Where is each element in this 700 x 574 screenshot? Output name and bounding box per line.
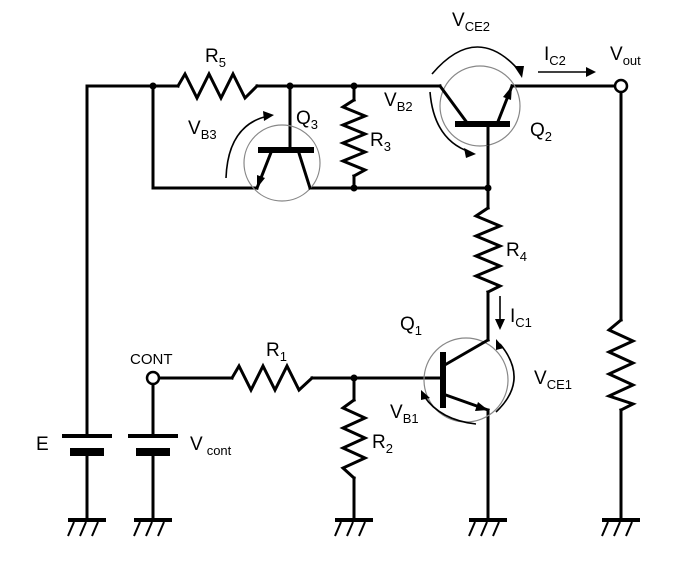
label-ic2: IC2 — [544, 44, 566, 68]
resistor-r2 — [339, 397, 369, 481]
battery-e — [62, 434, 112, 456]
q2-circle — [439, 65, 521, 147]
q2-collector-lead — [437, 83, 471, 127]
label-q1: Q1 — [400, 314, 422, 338]
ground-q1 — [468, 518, 507, 537]
label-r5: R5 — [205, 46, 226, 70]
ground-e — [67, 518, 106, 537]
transistor-q2 — [437, 65, 521, 147]
vce2-arrowhead — [514, 66, 524, 78]
vout-terminal — [613, 78, 629, 94]
junction-dot — [484, 184, 492, 192]
q3-emitter-arrow — [257, 175, 265, 188]
label-r1: R1 — [266, 340, 287, 364]
label-ic1: IC1 — [510, 306, 532, 330]
ic1-arrowhead — [495, 319, 505, 330]
label-r2: R2 — [372, 432, 393, 456]
vce2-arrow — [431, 46, 523, 75]
ground-load — [601, 518, 640, 537]
ground-r2 — [334, 518, 373, 537]
junction-dot — [286, 82, 294, 90]
q1-emitter-arrow — [475, 402, 488, 411]
label-r4: R4 — [506, 240, 527, 264]
resistor-r1 — [229, 362, 315, 394]
vce1-arrow — [495, 343, 515, 413]
transistor-q3 — [243, 124, 321, 202]
wire-bypass-loop — [151, 84, 259, 190]
q3-collector-lead — [296, 148, 312, 190]
label-q2: Q2 — [530, 120, 552, 144]
resistor-r5 — [175, 70, 260, 102]
label-q3: Q3 — [296, 108, 318, 132]
vce1-arrowhead — [496, 339, 504, 350]
junction-dot — [350, 82, 358, 90]
label-vb1: VB1 — [390, 402, 419, 426]
labels: R5 R3 R4 R1 R2 Q2 Q3 Q1 VCE2 IC2 Vout VB… — [36, 10, 641, 458]
resistor-r4 — [472, 205, 504, 295]
label-vout: Vout — [610, 44, 641, 68]
vb2-arrowhead — [464, 148, 476, 158]
label-vce2: VCE2 — [452, 10, 490, 34]
transistor-q1 — [423, 337, 509, 423]
resistors — [175, 70, 637, 481]
battery-vcont — [128, 434, 178, 456]
resistor-r3 — [339, 97, 369, 179]
resistor-load — [604, 317, 637, 413]
ground-vcont — [133, 518, 172, 537]
label-vce1: VCE1 — [534, 368, 572, 392]
q2-emitter-arrow — [503, 86, 512, 100]
junction-dot — [149, 82, 157, 90]
q3-circle — [243, 124, 321, 202]
label-vb2: VB2 — [384, 90, 413, 114]
ic2-arrowhead — [586, 67, 596, 77]
junction-dot — [350, 374, 358, 382]
vb3-arrow — [225, 115, 269, 179]
junctions — [145, 78, 629, 386]
label-r3: R3 — [370, 130, 391, 154]
vb1-arrow — [423, 395, 477, 425]
junction-dot — [350, 184, 358, 192]
annotation-arrows — [225, 46, 596, 425]
vb3-arrowhead — [263, 111, 274, 121]
ground-symbols — [67, 518, 640, 537]
label-e: E — [36, 434, 49, 455]
q1-collector-lead — [440, 337, 491, 369]
cont-terminal — [145, 370, 161, 386]
label-cont: CONT — [130, 351, 173, 368]
vb1-arrowhead — [421, 390, 430, 400]
vb2-arrow — [429, 91, 471, 153]
label-vb3: VB3 — [188, 118, 217, 142]
